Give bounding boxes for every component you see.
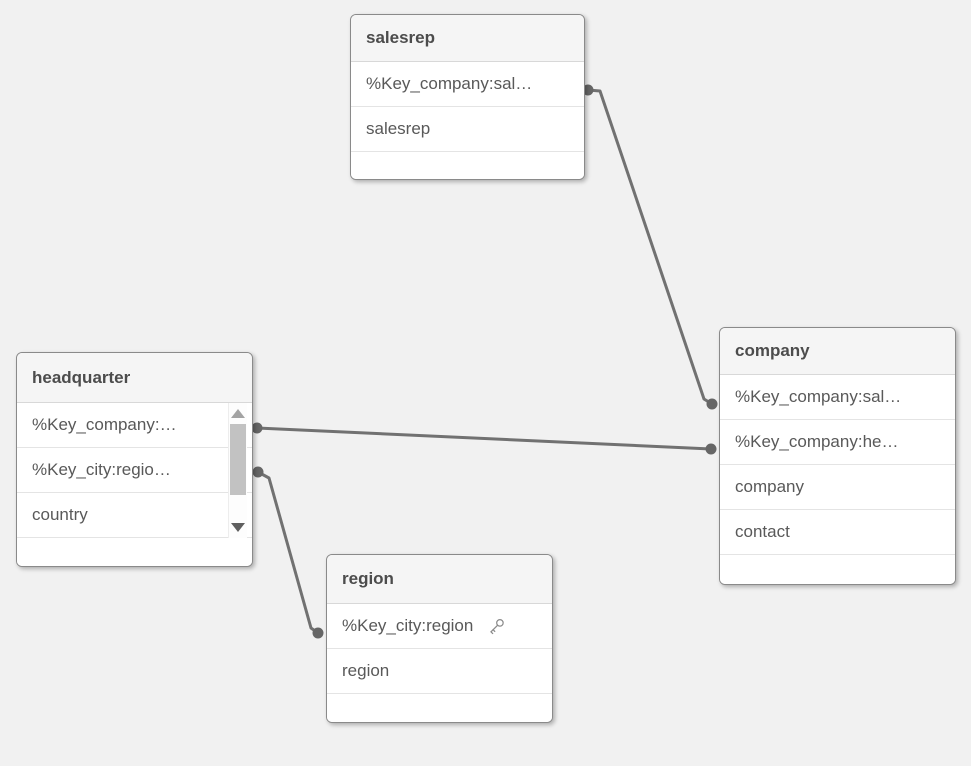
table-title: headquarter xyxy=(32,367,131,387)
table-footer xyxy=(327,694,552,722)
field-row[interactable]: %Key_company:sal… xyxy=(720,375,955,420)
field-label: %Key_company:he… xyxy=(735,432,899,451)
field-row[interactable]: country xyxy=(17,493,252,538)
field-row[interactable]: %Key_city:regio… xyxy=(17,448,252,493)
field-row[interactable]: %Key_company:sal… xyxy=(351,62,584,107)
connector-endpoint-dot xyxy=(705,443,717,455)
scrollbar-thumb[interactable] xyxy=(230,424,246,495)
table-region[interactable]: region %Key_city:region region xyxy=(326,554,553,723)
table-salesrep[interactable]: salesrep %Key_company:sal… salesrep xyxy=(350,14,585,180)
table-title: salesrep xyxy=(366,28,435,47)
field-label: %Key_company:sal… xyxy=(735,387,902,406)
fields-scrollbar[interactable] xyxy=(228,403,247,538)
table-company[interactable]: company %Key_company:sal… %Key_company:h… xyxy=(719,327,956,585)
field-row[interactable]: company xyxy=(720,465,955,510)
key-icon xyxy=(490,618,505,634)
table-footer xyxy=(720,555,955,584)
field-label: %Key_city:region xyxy=(342,616,474,635)
connector-headquarter-company xyxy=(255,426,713,451)
table-header-region[interactable]: region xyxy=(327,555,552,604)
table-footer xyxy=(351,152,584,179)
table-title: company xyxy=(735,341,810,360)
field-row[interactable]: %Key_city:region xyxy=(327,604,552,649)
table-header-salesrep[interactable]: salesrep xyxy=(351,15,584,62)
field-label: company xyxy=(735,477,804,496)
table-title: region xyxy=(342,569,394,588)
field-label: region xyxy=(342,661,390,680)
field-label: contact xyxy=(735,522,790,541)
connector-endpoint-dot xyxy=(252,466,264,478)
field-label: country xyxy=(32,505,88,524)
table-header-headquarter[interactable]: headquarter xyxy=(17,353,252,403)
field-row[interactable]: %Key_company:… xyxy=(17,403,252,448)
connector-headquarter-region xyxy=(256,470,320,635)
table-headquarter[interactable]: headquarter %Key_company:… %Key_city:reg… xyxy=(16,352,253,567)
connector-endpoint-dot xyxy=(706,398,718,410)
table-header-company[interactable]: company xyxy=(720,328,955,375)
field-row[interactable]: region xyxy=(327,649,552,694)
table-footer xyxy=(17,538,252,566)
connector-endpoint-dot xyxy=(251,422,263,434)
connector-endpoint-dot xyxy=(312,627,324,639)
field-label: %Key_company:… xyxy=(32,415,177,434)
connector-salesrep-company xyxy=(586,88,714,406)
scrollbar-down-arrow-icon[interactable] xyxy=(231,523,245,532)
field-label: salesrep xyxy=(366,119,431,138)
field-row[interactable]: %Key_company:he… xyxy=(720,420,955,465)
field-row[interactable]: salesrep xyxy=(351,107,584,152)
scrollbar-up-arrow-icon[interactable] xyxy=(231,409,245,418)
field-row[interactable]: contact xyxy=(720,510,955,555)
field-label: %Key_city:regio… xyxy=(32,460,171,479)
field-label: %Key_company:sal… xyxy=(366,74,533,93)
